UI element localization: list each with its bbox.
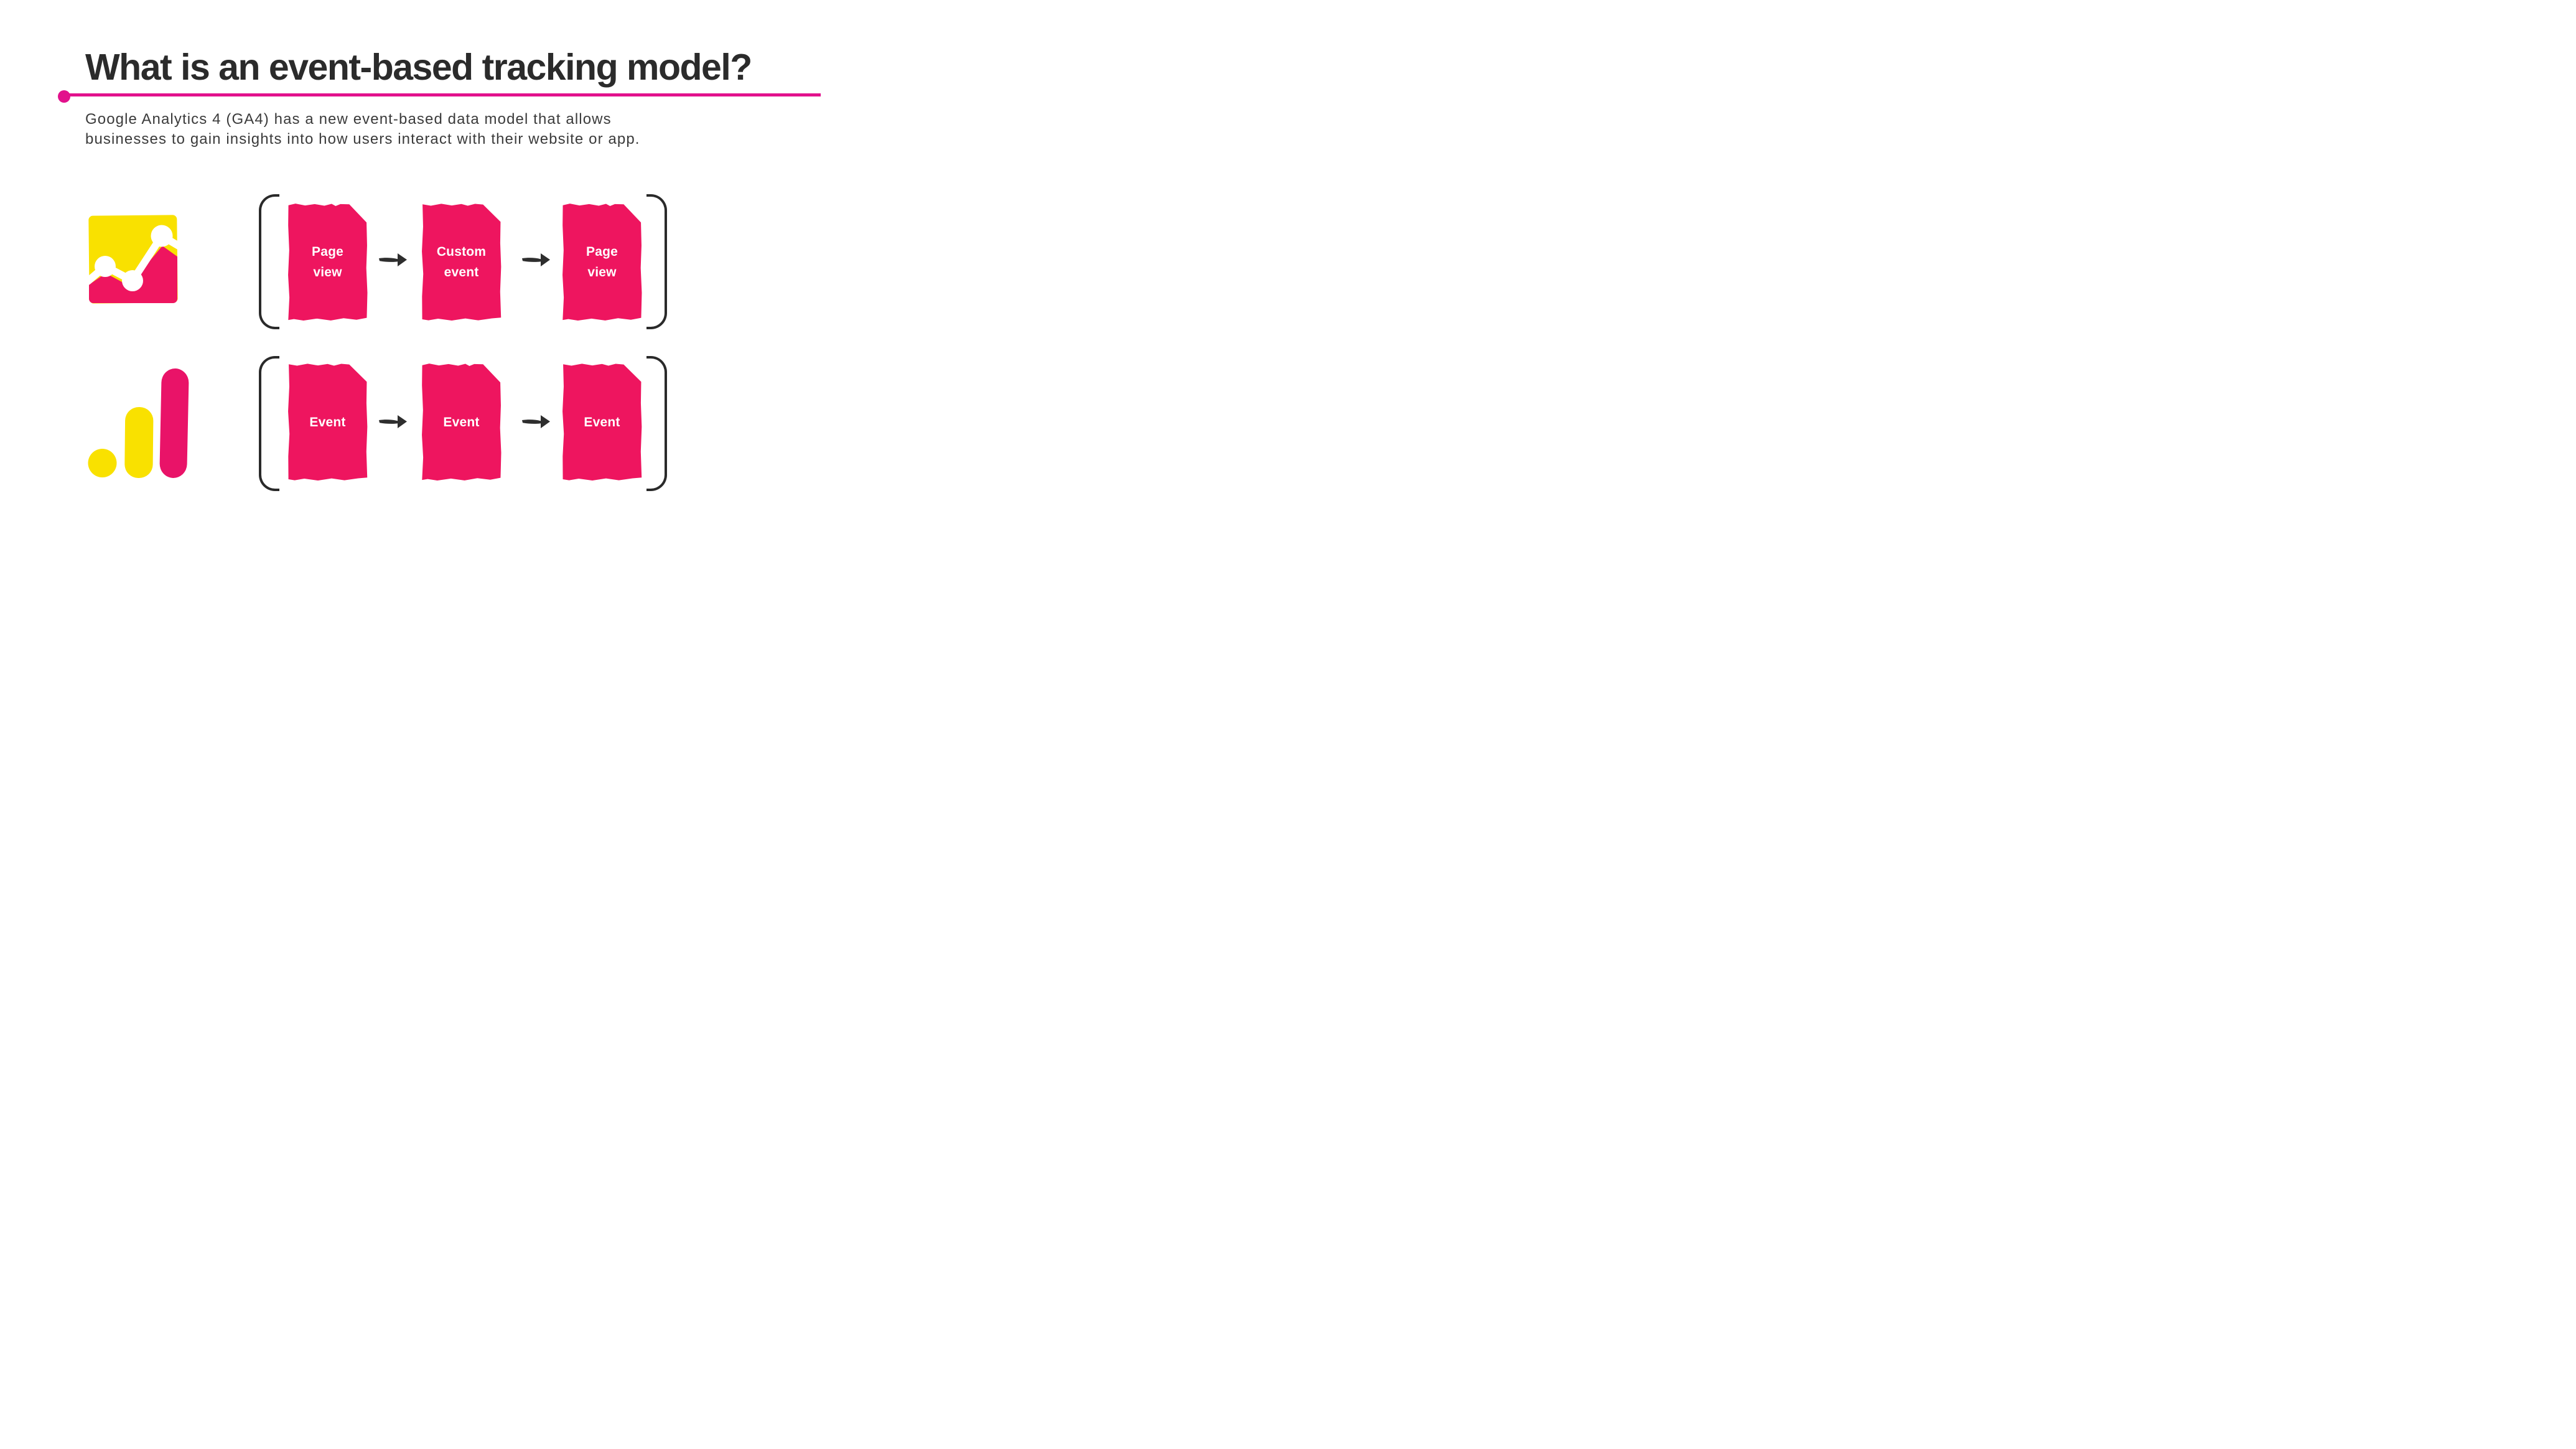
- divider-dot-icon: [58, 90, 70, 103]
- card-label-line: Event: [309, 415, 346, 429]
- flow-card-custom-event: Custom event: [422, 204, 502, 321]
- subtitle: Google Analytics 4 (GA4) has a new event…: [85, 110, 640, 149]
- arrow-right-icon: [522, 415, 550, 428]
- flow-card-event-3: Event: [562, 363, 642, 481]
- slide: What is an event-based tracking model? G…: [0, 0, 976, 549]
- flow-card-event-1: Event: [288, 363, 368, 481]
- flow-card-page-view-2: Page view: [562, 204, 642, 321]
- card-label-line: view: [313, 265, 342, 279]
- arrow-right-icon: [379, 415, 407, 428]
- card-label-line: Custom: [436, 245, 487, 259]
- bracket-left-icon: [259, 356, 279, 491]
- arrow-right-icon: [379, 253, 407, 266]
- ga4-logo-icon: [86, 366, 192, 481]
- bracket-right-icon: [646, 194, 667, 329]
- subtitle-line-2: businesses to gain insights into how use…: [85, 131, 640, 148]
- subtitle-line-1: Google Analytics 4 (GA4) has a new event…: [85, 111, 612, 128]
- flow-card-page-view-1: Page view: [288, 204, 368, 321]
- page-title: What is an event-based tracking model?: [85, 47, 752, 88]
- divider-line: [65, 93, 821, 96]
- card-label-line: view: [587, 265, 617, 279]
- card-label-line: Page: [586, 245, 618, 259]
- bracket-left-icon: [259, 194, 279, 329]
- universal-analytics-logo-icon: [87, 212, 179, 305]
- card-label-line: Event: [443, 415, 480, 429]
- card-label-line: event: [444, 265, 479, 279]
- bracket-right-icon: [646, 356, 667, 491]
- flow-card-event-2: Event: [422, 363, 502, 481]
- card-label-line: Event: [584, 415, 620, 429]
- card-label-line: Page: [312, 245, 343, 259]
- arrow-right-icon: [522, 253, 550, 266]
